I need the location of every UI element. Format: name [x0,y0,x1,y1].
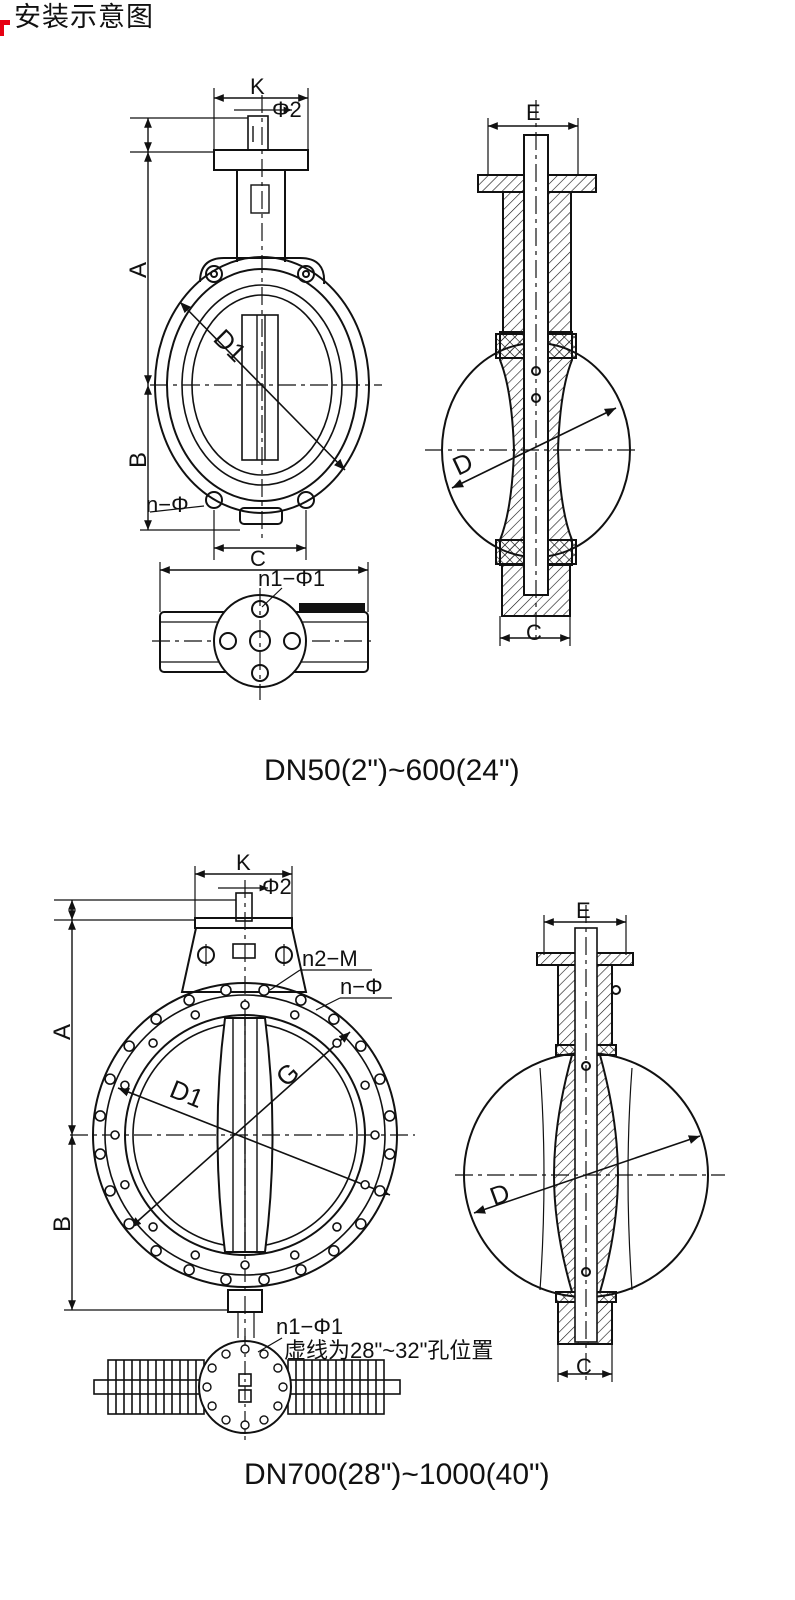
bolt-hole-icon [355,1218,367,1230]
header: 安装示意图 [0,0,795,36]
bolt-hole-icon [295,1264,307,1276]
d1-label-phi2: Φ2 [272,97,302,122]
diagram2-bottom-view [93,1336,401,1440]
bolt-hole-icon [120,1080,130,1091]
bolt-hole-icon [360,1080,370,1091]
bolt-hole-icon [374,1185,386,1197]
d2-label-A: A [49,1024,76,1040]
bolt-hole-icon [207,1401,217,1411]
bolt-hole-icon [258,984,270,997]
bolt-hole-icon [220,984,232,997]
bolt-hole-icon [332,1222,342,1232]
diagram1-caption: DN50(2")~600(24") [264,754,520,787]
bolt-hole-icon [370,1130,380,1140]
bolt-hole-icon [259,1349,269,1359]
d2-label-n2-M: n2−M [302,946,358,971]
d2-label-C: C [576,1354,592,1379]
diagram2-bottom-bolts [202,1344,288,1430]
bolt-hole-icon [273,1363,283,1373]
d1-label-C-side: C [526,620,542,645]
bolt-hole-icon [183,1264,195,1276]
bolt-hole-icon [360,1179,370,1190]
bolt-hole-icon [355,1040,367,1052]
bolt-hole-icon [328,1245,340,1257]
d1-label-D1: D1 [208,323,253,368]
bolt-hole-icon [190,1250,201,1260]
diagram2-side-view [455,905,725,1382]
d2-label-B: B [49,1216,76,1232]
d2-label-note: 虚线为28"~32"孔位置 [284,1338,493,1363]
bolt-hole-icon [273,1401,283,1411]
bolt-hole-icon [104,1185,116,1197]
bolt-hole-icon [374,1073,386,1085]
bolt-hole-icon [123,1218,135,1230]
bolt-hole-icon [183,994,195,1006]
diagram2-front-view [54,866,415,1345]
d2-label-K: K [236,850,251,875]
bolt-hole-icon [332,1038,342,1048]
d2-label-phi2: Φ2 [262,874,292,899]
bolt-hole-icon [150,1245,162,1257]
bolt-hole-icon [207,1363,217,1373]
bolt-hole-icon [221,1415,231,1425]
bolt-hole-icon [383,1110,396,1122]
d2-label-E: E [576,898,591,923]
bolt-hole-icon [150,1013,162,1025]
bolt-hole-icon [295,994,307,1006]
bolt-hole-icon [278,1382,288,1392]
bolt-hole-icon [110,1130,120,1140]
bolt-hole-icon [220,1273,232,1286]
page-title: 安装示意图 [14,2,154,33]
d1-label-B: B [125,452,152,468]
bolt-hole-icon [148,1222,158,1232]
bolt-hole-icon [94,1110,107,1122]
d2-label-G: G [270,1057,305,1093]
bolt-hole-icon [104,1073,116,1085]
section-marker-icon [0,14,10,36]
d1-label-n-phi: n−Φ [146,492,189,517]
d1-label-K: K [250,74,265,99]
d1-label-n1-phi1: n1−Φ1 [258,566,325,591]
diagram1-front-view [130,88,382,560]
bolt-hole-icon [258,1273,270,1286]
bolt-hole-icon [240,1420,250,1430]
d2-label-n-phi: n−Φ [340,974,383,999]
d2-label-D1: D1 [166,1074,208,1114]
diagram1-side-view [425,100,640,646]
bolt-hole-icon [383,1148,396,1160]
d1-label-C-front: C [250,546,266,571]
diagram2-caption: DN700(28")~1000(40") [244,1458,550,1491]
d1-label-E: E [526,100,541,125]
d1-label-A: A [125,262,152,278]
bolt-hole-icon [123,1040,135,1052]
bolt-hole-icon [328,1013,340,1025]
bolt-hole-icon [240,1344,250,1354]
d2-label-n1-phi1: n1−Φ1 [276,1314,343,1339]
bolt-hole-icon [202,1382,212,1392]
bolt-hole-icon [240,1000,250,1010]
bolt-hole-icon [190,1010,201,1020]
bolt-hole-icon [120,1179,130,1190]
bolt-hole-icon [259,1415,269,1425]
diagram1-top-view [152,562,376,700]
bolt-hole-icon [221,1349,231,1359]
bolt-hole-icon [94,1148,107,1160]
bolt-hole-icon [289,1010,300,1020]
bolt-hole-icon [148,1038,158,1048]
bolt-hole-icon [240,1260,250,1270]
diagram2-bolt-holes [94,984,396,1286]
bolt-hole-icon [289,1250,300,1260]
